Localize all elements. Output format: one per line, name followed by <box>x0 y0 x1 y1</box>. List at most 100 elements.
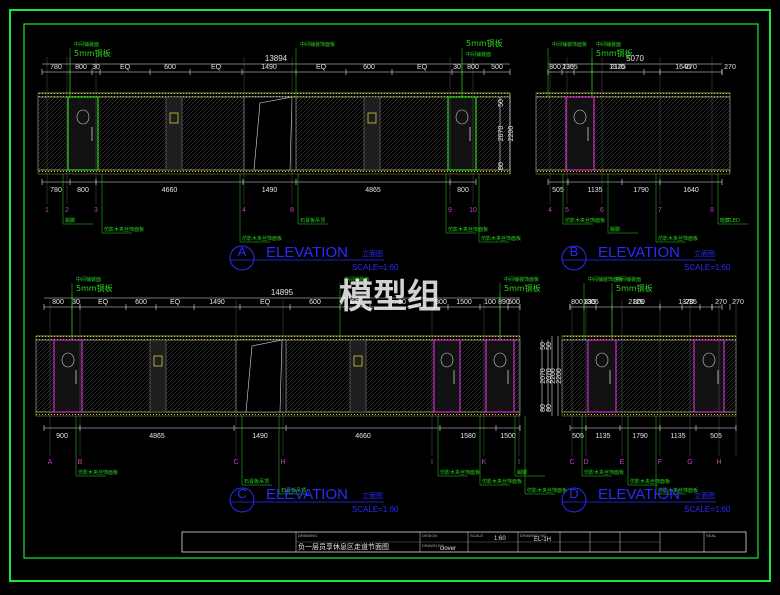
bottom-material-note: 仿影木夹丝饰面板 <box>78 469 118 476</box>
height-dimension-label: 50 <box>546 342 553 350</box>
top-dimension-label: 1305 <box>583 299 599 306</box>
axis-label: I <box>431 459 433 466</box>
door-panel <box>587 339 617 413</box>
door-panel <box>433 339 461 413</box>
watermark: 模型组 <box>339 277 441 317</box>
top-dimension-label: 100 <box>484 299 496 306</box>
axis-label: 6 <box>600 207 604 214</box>
bottom-dimension-label: 1640 <box>683 187 699 194</box>
title-block-seal-label: SEAL <box>706 533 717 538</box>
top-dimension-label: 800 <box>467 64 479 71</box>
door-panel <box>67 96 99 171</box>
axis-label: 7 <box>658 207 662 214</box>
height-dimension-label: 2200 <box>550 368 557 384</box>
height-dimension-label: 2070 <box>546 368 553 384</box>
bottom-material-note: 仿影木夹丝饰面板 <box>565 217 605 224</box>
baseboard-strip <box>35 411 521 417</box>
elevation-word: ELEVATION <box>266 486 348 503</box>
panel-sconce <box>353 355 363 367</box>
door-emblem <box>455 109 469 125</box>
top-dimension-label: 600 <box>164 64 176 71</box>
bottom-dimension-label: 780 <box>50 187 62 194</box>
bottom-material-note: 仿影木夹丝饰面板 <box>104 226 144 233</box>
height-dimension-label: 2070 <box>498 126 505 142</box>
top-dimension-label: 30 <box>398 299 406 306</box>
axis-label: I <box>518 459 520 466</box>
height-dimension-label: 2070 <box>540 368 547 384</box>
corridor-opening <box>243 96 297 171</box>
top-dimension-label: 270 <box>715 299 727 306</box>
baseboard-strip <box>37 169 511 175</box>
bottom-material-note: 仿影木夹丝饰面板 <box>482 478 522 485</box>
title-block-drawing-title: 负一层员享休息区走道节面图 <box>298 542 389 551</box>
top-dimension-label: 800 <box>549 64 561 71</box>
elevation-scale: SCALE=1:60 <box>352 263 399 272</box>
bottom-dimension-label: 4865 <box>365 187 381 194</box>
top-dimension-label: 235 <box>562 64 574 71</box>
top-dimension-label: 335 <box>584 299 596 306</box>
outer-border <box>9 9 771 582</box>
top-material-note: 中间铺装面 <box>596 41 621 48</box>
title-block-drawing-no-label: DRAWING NO. <box>520 533 547 538</box>
baseboard-strip <box>561 411 737 417</box>
door-emblem <box>493 352 507 368</box>
top-dimension-label: 1490 <box>209 299 225 306</box>
title-block-drawing-label: DRAWING <box>298 533 317 538</box>
top-dimension-label: 270 <box>685 64 697 71</box>
top-dimension-label: EQ <box>260 299 271 306</box>
door-panel <box>485 339 515 413</box>
height-dimension-label: 2200 <box>556 368 563 384</box>
title-block-frame <box>181 531 747 553</box>
top-dimension-label: 1500 <box>456 299 472 306</box>
axis-label: E <box>620 459 625 466</box>
dark-panel <box>363 96 381 171</box>
elevation-letter: B <box>570 244 579 259</box>
bottom-dimension-label: 1580 <box>460 433 476 440</box>
elevation-word: ELEVATION <box>598 486 680 503</box>
overall-dimension-label: 13894 <box>265 54 288 63</box>
axis-label: 9 <box>448 207 452 214</box>
door-emblem <box>573 109 587 125</box>
door-emblem <box>702 352 716 368</box>
bottom-material-note: 踢脚 <box>517 469 527 476</box>
top-dimension-label: EQ <box>417 64 428 71</box>
opening-perspective <box>245 339 283 413</box>
bottom-dimension-label: 505 <box>552 187 564 194</box>
bottom-dimension-label: 1790 <box>632 433 648 440</box>
bottom-material-note: 仿影木夹丝饰面板 <box>658 487 698 494</box>
door-emblem <box>76 109 90 125</box>
top-dimension-label: EQ <box>120 64 131 71</box>
bottom-material-note: 踢脚 <box>65 217 75 224</box>
ceiling-strip <box>35 335 521 341</box>
axis-label: D <box>583 459 588 466</box>
elevation-letter: D <box>569 486 578 501</box>
top-dimension-label: 800 <box>435 299 447 306</box>
elevation-symbol <box>561 245 587 271</box>
title-block-scale-value: 1:60 <box>494 536 506 542</box>
axis-label: H <box>716 459 721 466</box>
bottom-material-note: 石膏板吊顶 <box>300 217 325 224</box>
bottom-dimension-label: 1790 <box>633 187 649 194</box>
elevation-letter: C <box>237 486 246 501</box>
top-dimension-label: 2125 <box>628 299 644 306</box>
bottom-dimension-label: 1490 <box>252 433 268 440</box>
title-block-drawn-label: DRAWN BY <box>422 543 444 548</box>
elevation-suffix: 立面图 <box>694 249 715 258</box>
bottom-material-note: 仿影木夹丝饰面板 <box>448 226 488 233</box>
corridor-opening <box>235 339 287 413</box>
bottom-material-note: 石膏板吊顶 <box>244 478 269 485</box>
height-dimension-label: 2200 <box>508 126 515 142</box>
baseboard-strip <box>535 169 731 175</box>
axis-label: F <box>658 459 662 466</box>
elevation-word: ELEVATION <box>598 244 680 261</box>
axis-label: A <box>48 459 53 466</box>
top-dimension-label: 800 <box>52 299 64 306</box>
wall-panel <box>535 96 731 171</box>
top-dimension-label: EQ <box>316 64 327 71</box>
top-dimension-label: 800 <box>571 299 583 306</box>
top-dimension-label: 1305 <box>562 64 578 71</box>
top-material-note: 中间铺装饰面板 <box>300 41 335 48</box>
elevation-scale: SCALE=1:60 <box>684 505 731 514</box>
